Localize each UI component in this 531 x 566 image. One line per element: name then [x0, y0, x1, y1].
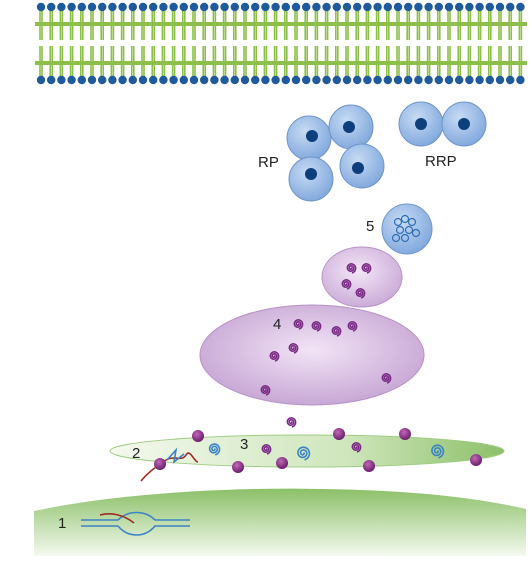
spiral-cargo-icon: [297, 446, 311, 461]
spiral-cargo-icon: [208, 443, 221, 456]
nucleus: [34, 488, 526, 556]
step-5-label: 5: [366, 218, 374, 235]
step-3-label: 3: [240, 436, 248, 453]
loading-vesicle: [381, 203, 433, 255]
membrane-bilayer-icon: [35, 2, 527, 85]
ribosome-icon: [154, 458, 166, 470]
spiral-cargo-icon: [286, 417, 297, 428]
mrna-strand: [140, 447, 199, 482]
spiral-cargo-group: [208, 263, 445, 461]
spiral-cargo-icon: [351, 442, 362, 453]
spiral-cargo-icon: [361, 263, 372, 274]
spiral-cargo-icon: [355, 288, 366, 299]
vesicle-icon: [286, 115, 332, 161]
large-compartment: [199, 304, 425, 406]
vesicle-icon: [441, 101, 487, 147]
spiral-cargo-icon: [331, 326, 342, 337]
small-compartment: [321, 246, 403, 308]
ribosome-icon: [192, 430, 204, 442]
ribosome-group: [154, 428, 482, 473]
spiral-cargo-icon: [347, 321, 358, 332]
spiral-cargo-icon: [269, 351, 280, 362]
spiral-cargo-icon: [311, 321, 322, 332]
vesicle-icon: [339, 143, 385, 189]
spiral-cargo-icon: [261, 444, 272, 455]
ribosome-icon: [276, 457, 288, 469]
step-4-label: 4: [273, 316, 281, 333]
spiral-cargo-icon: [346, 263, 357, 274]
vesicle-icon: [328, 104, 374, 150]
spiral-cargo-icon: [431, 444, 445, 459]
ribosome-icon: [232, 461, 244, 473]
step-2-label: 2: [132, 445, 140, 462]
readily-releasable-pool-label: RRP: [425, 153, 457, 170]
spiral-cargo-icon: [293, 319, 304, 330]
cargo-cluster-icon: [391, 214, 421, 243]
readily-releasable-pool-vesicles: [398, 101, 487, 147]
dna-bubble-icon: [81, 511, 190, 536]
ribosome-icon: [363, 460, 375, 472]
er-sheet: [109, 434, 505, 468]
ribosome-icon: [333, 428, 345, 440]
spiral-cargo-icon: [260, 385, 271, 396]
ribosome-icon: [399, 428, 411, 440]
spiral-cargo-icon: [288, 343, 299, 354]
vesicle-icon: [398, 101, 444, 147]
reserve-pool-vesicles: [286, 104, 385, 202]
spiral-cargo-icon: [381, 373, 392, 384]
ribosome-icon: [470, 454, 482, 466]
step-1-label: 1: [58, 515, 66, 532]
spiral-cargo-icon: [341, 279, 352, 290]
vesicle-icon: [288, 156, 334, 202]
reserve-pool-label: RP: [258, 154, 279, 171]
